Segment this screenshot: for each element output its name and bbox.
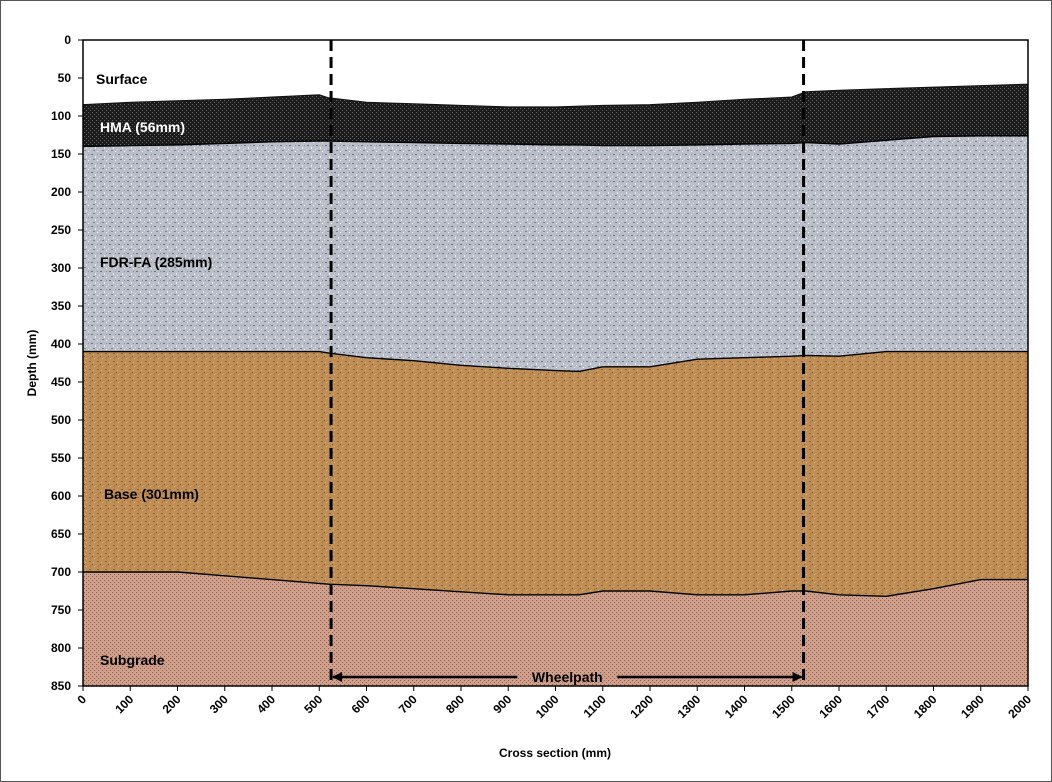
layer-label-fdr-fa: FDR-FA (285mm) <box>100 254 212 270</box>
layer-label-surface: Surface <box>96 71 148 87</box>
x-tick-label: 1000 <box>533 692 562 721</box>
x-tick-label: 100 <box>112 692 136 716</box>
x-tick-label: 200 <box>160 692 184 716</box>
y-tick-label: 0 <box>64 33 71 47</box>
x-tick-label: 800 <box>443 692 467 716</box>
x-tick-label: 1900 <box>958 692 987 721</box>
y-tick-label: 150 <box>51 147 71 161</box>
x-axis-title: Cross section (mm) <box>499 746 611 760</box>
layer-areas <box>83 84 1028 686</box>
layer-label-subgrade: Subgrade <box>100 652 165 668</box>
x-tick-label: 1100 <box>581 692 610 721</box>
wheelpath-label: Wheelpath <box>532 669 603 685</box>
x-axis-ticks: 0 100 200 300 400 500 600 700 800 900 1000 1100 1200… <box>74 686 1034 721</box>
x-tick-label: 1700 <box>864 692 893 721</box>
y-tick-label: 500 <box>51 413 71 427</box>
y-tick-label: 100 <box>51 109 71 123</box>
y-tick-label: 750 <box>51 603 71 617</box>
x-tick-label: 900 <box>490 692 514 716</box>
boundary-line-hma-bottom <box>82 135 1028 148</box>
x-tick-label: 1500 <box>769 692 798 721</box>
x-tick-label: 1400 <box>722 692 751 721</box>
layer-area-hma <box>83 84 1028 147</box>
y-tick-label: 400 <box>51 337 71 351</box>
y-tick-label: 700 <box>51 565 71 579</box>
x-tick-label: 300 <box>207 692 231 716</box>
x-tick-label: 1800 <box>911 692 940 721</box>
boundary-line-surface-top <box>82 83 1029 108</box>
y-tick-label: 350 <box>51 299 71 313</box>
wheelpath-annotation: Wheelpath <box>329 40 806 686</box>
x-tick-label: 500 <box>301 692 325 716</box>
layer-area-base <box>83 351 1028 597</box>
x-tick-label: 1600 <box>816 692 845 721</box>
y-tick-label: 800 <box>51 641 71 655</box>
x-tick-label: 700 <box>396 692 420 716</box>
y-tick-label: 450 <box>51 375 71 389</box>
x-tick-label: 1300 <box>675 692 704 721</box>
y-tick-label: 600 <box>51 489 71 503</box>
boundary-line-base-bottom <box>83 571 1028 598</box>
y-tick-label: 300 <box>51 261 71 275</box>
layer-area-subgrade <box>83 572 1028 686</box>
y-tick-label: 650 <box>51 527 71 541</box>
y-axis-title: Depth (mm) <box>25 330 39 397</box>
y-tick-label: 550 <box>51 451 71 465</box>
boundary-lines <box>82 83 1029 598</box>
y-tick-label: 200 <box>51 185 71 199</box>
x-tick-label: 600 <box>349 692 373 716</box>
boundary-line-fdr-bottom <box>83 350 1028 373</box>
x-tick-label: 1200 <box>627 692 656 721</box>
x-tick-label: 400 <box>254 692 278 716</box>
layer-area-fdr-fa <box>83 135 1028 372</box>
wheelpath-arrow-right-head <box>792 672 803 682</box>
y-tick-label: 50 <box>58 71 72 85</box>
y-axis-ticks: 0 50 100 150 200 250 300 350 400 450 500 550 600 650 7… <box>51 33 83 693</box>
layer-label-hma: HMA (56mm) <box>100 119 185 135</box>
x-tick-label: 0 <box>74 692 89 707</box>
y-tick-label: 850 <box>51 679 71 693</box>
layer-label-base: Base (301mm) <box>104 486 199 502</box>
x-tick-label: 2000 <box>1005 692 1034 721</box>
y-tick-label: 250 <box>51 223 71 237</box>
wheelpath-arrow-left-head <box>332 672 343 682</box>
